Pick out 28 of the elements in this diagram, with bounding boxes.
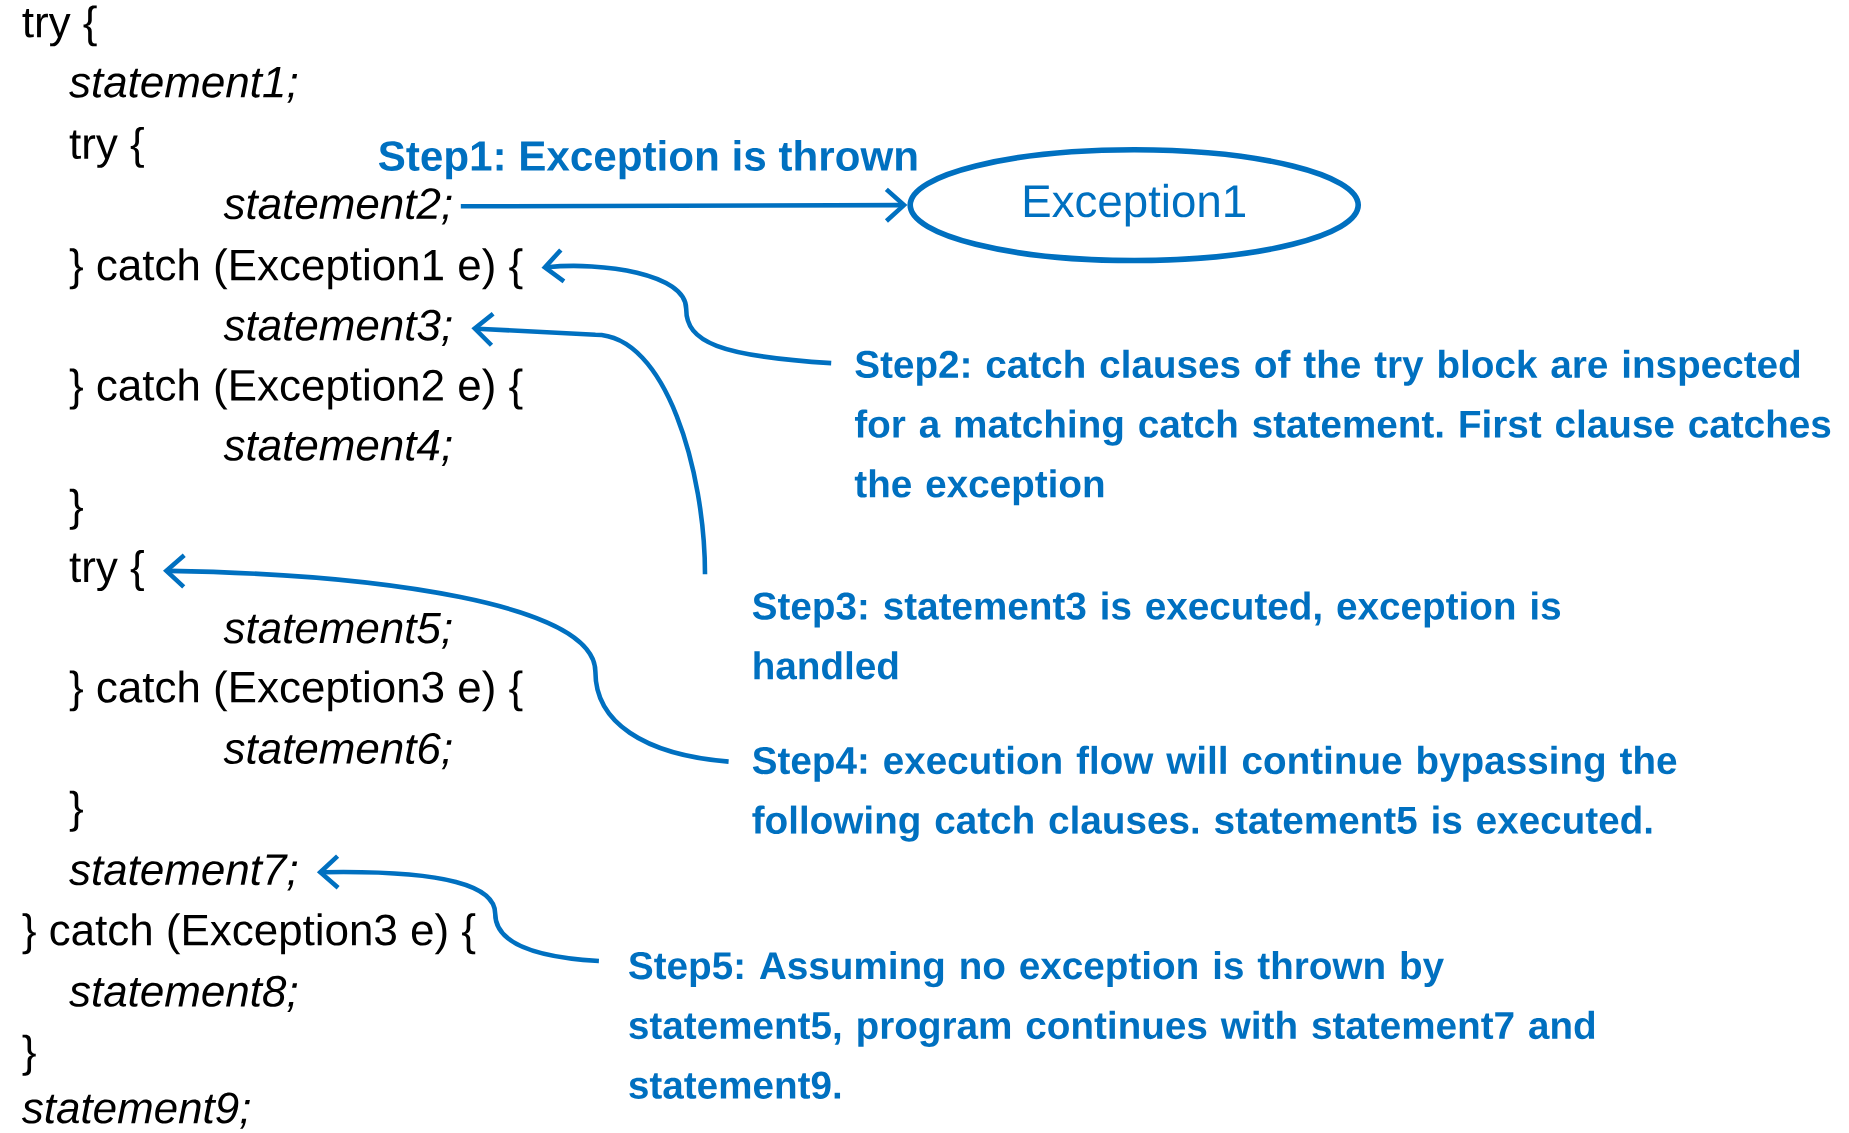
code-line: } bbox=[22, 1034, 36, 1076]
code-line: statement1; bbox=[69, 67, 298, 103]
arrow bbox=[460, 187, 908, 223]
code-line: statement5; bbox=[223, 612, 452, 649]
code-line: statement6; bbox=[223, 732, 452, 770]
code-line: statement4; bbox=[223, 430, 452, 466]
code-line: try { bbox=[69, 126, 144, 168]
step-text: Step3: statement3 is executed, exception is handled bbox=[752, 591, 1561, 680]
code-line: } catch (Exception1 e) { bbox=[69, 248, 523, 290]
arrow bbox=[316, 854, 600, 964]
code-line: try { bbox=[69, 550, 144, 592]
step-text: Step4: execution flow will continue bypassing the following catch clauses. statement5 is executed. bbox=[752, 745, 1677, 842]
code-line: } catch (Exception3 e) { bbox=[22, 913, 476, 955]
arrow bbox=[163, 553, 729, 764]
code-line: statement2; bbox=[223, 188, 452, 225]
code-line: } bbox=[69, 488, 83, 530]
step-text: Step5: Assuming no exception is thrown by statement5, program continues with statement7 and statement9. bbox=[629, 951, 1595, 1099]
code-line: } bbox=[69, 790, 83, 832]
code-line: statement9; bbox=[21, 1092, 250, 1129]
code-line: statement3; bbox=[223, 309, 452, 346]
step-text: Step2: catch clauses of the try block are inspected for a matching catch statement. First clause catches the exception bbox=[854, 349, 1831, 506]
code-line: statement8; bbox=[69, 975, 298, 1013]
code-line: try { bbox=[22, 5, 97, 47]
code-line: } catch (Exception3 e) { bbox=[69, 670, 523, 712]
arrow bbox=[471, 311, 708, 575]
arrow bbox=[541, 248, 832, 366]
code-line: statement7; bbox=[69, 854, 298, 891]
code-line: } catch (Exception2 e) { bbox=[69, 368, 523, 410]
